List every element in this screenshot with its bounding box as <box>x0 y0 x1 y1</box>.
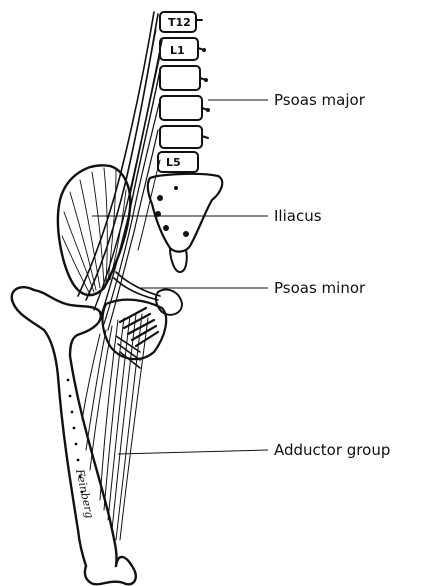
label-adductor-group: Adductor group <box>274 441 390 459</box>
label-psoas-minor: Psoas minor <box>274 279 366 297</box>
psoas-minor-muscle <box>114 272 182 315</box>
vertebra-t12-label: T12 <box>168 16 191 29</box>
label-psoas-major: Psoas major <box>274 91 366 109</box>
vertebra-l4 <box>160 126 202 148</box>
leader-adductor-group <box>118 450 268 454</box>
vertebra-l5-label: L5 <box>166 156 181 169</box>
femur-bone <box>12 287 136 584</box>
vertebra-l2 <box>160 66 200 90</box>
vertebral-column: T12 L1 L5 <box>158 12 210 172</box>
label-iliacus: Iliacus <box>274 207 322 225</box>
sacrum <box>148 174 222 272</box>
vertebra-l3 <box>160 96 202 120</box>
artist-signature: Feinberg <box>73 467 96 520</box>
vertebra-l1-label: L1 <box>170 44 185 57</box>
